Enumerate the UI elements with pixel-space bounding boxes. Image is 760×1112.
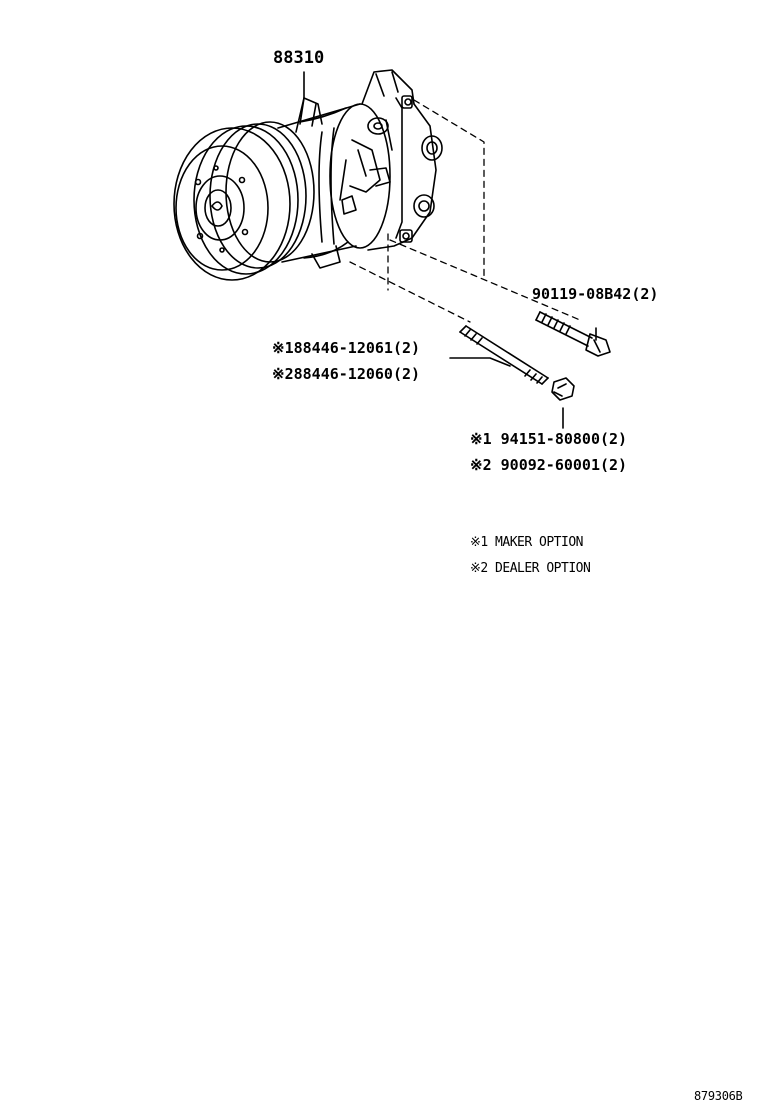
part-number-nut-dealer[interactable]: ※2 90092-60001(2) bbox=[470, 456, 628, 474]
part-number-stud-maker[interactable]: ※188446-12061(2) bbox=[272, 339, 421, 357]
part-number-compressor[interactable]: 88310 bbox=[273, 48, 325, 68]
nut-illustration bbox=[551, 377, 575, 401]
leader-lines bbox=[303, 71, 597, 429]
alignment-dashes bbox=[349, 99, 581, 323]
bolt-illustration bbox=[535, 311, 611, 357]
note-maker-option: ※1 MAKER OPTION bbox=[470, 535, 583, 550]
part-number-nut-maker[interactable]: ※1 94151-80800(2) bbox=[470, 430, 628, 448]
part-number-stud-dealer[interactable]: ※288446-12060(2) bbox=[272, 365, 421, 383]
illustration-code: 879306B bbox=[694, 1089, 743, 1103]
note-dealer-option: ※2 DEALER OPTION bbox=[470, 561, 591, 576]
stud-illustration bbox=[459, 325, 549, 385]
part-number-bolt[interactable]: 90119-08B42(2) bbox=[532, 285, 659, 303]
compressor-illustration bbox=[173, 69, 443, 281]
